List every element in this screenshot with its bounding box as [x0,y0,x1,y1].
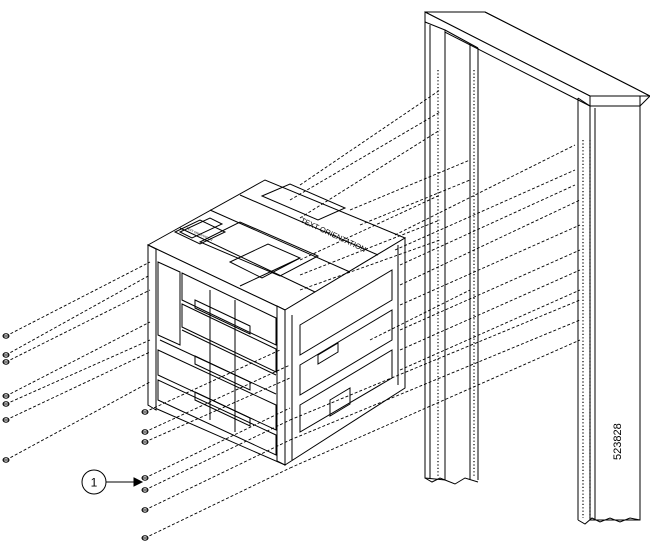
screw-icon [2,352,10,358]
chassis [146,179,407,466]
screw-icon [141,439,149,445]
screw-icon [2,393,10,399]
screw-icon [141,487,149,493]
callout-number: 1 [91,476,98,490]
screws [2,333,149,541]
screw-icon [141,429,149,435]
screw-icon [141,535,149,541]
arrow-icon [133,477,144,487]
front-label-plate [178,217,224,239]
callout-1 [81,469,144,495]
rack-frame [424,11,650,525]
screw-icon [2,333,10,339]
screw-icon [2,401,10,407]
screw-icon [141,475,149,481]
screw-icon [2,417,10,423]
figure-id: 523828 [612,423,624,460]
screw-icon [141,507,149,513]
screw-icon [141,409,149,415]
rack-hole-strips [437,70,591,518]
alignment-lines [5,89,581,539]
screw-icon [2,359,10,365]
screw-icon [2,457,10,463]
